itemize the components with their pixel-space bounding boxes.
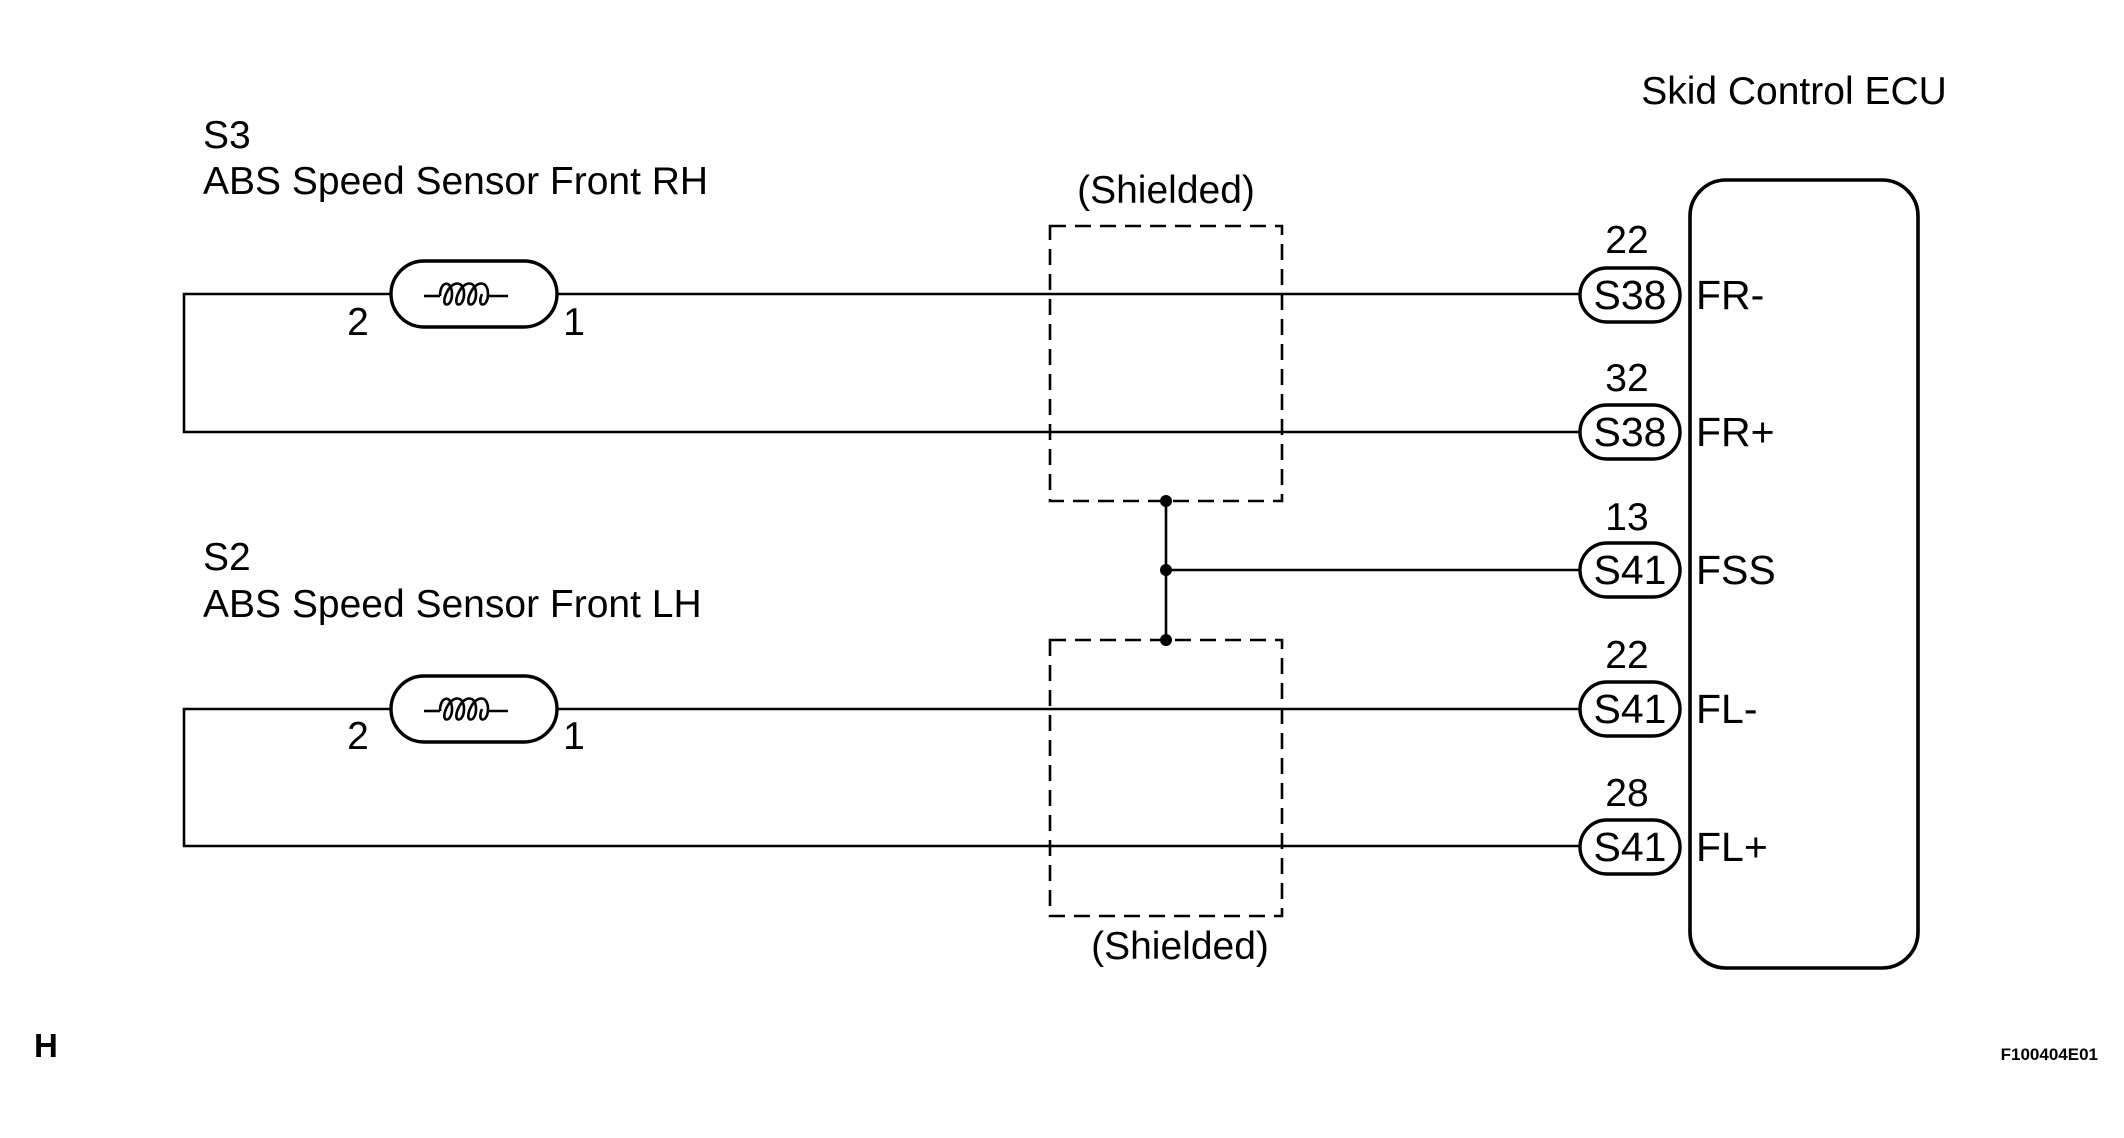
sensor-name-s2: ABS Speed Sensor Front LH (203, 583, 702, 626)
terminal-signal-name: FL- (1696, 686, 1758, 732)
terminal-connector-pill (1578, 403, 1682, 461)
terminal-signal-name: FR+ (1696, 409, 1775, 455)
junction-dot-middle (1160, 564, 1172, 576)
terminal-connector-code: S41 (1594, 824, 1667, 870)
junction-dot-bottom (1160, 634, 1172, 646)
terminal-connector-code: S41 (1594, 686, 1667, 732)
shield-box-bottom (1048, 638, 1284, 918)
figure-id: F100404E01 (2001, 1045, 2098, 1064)
shields: (Shielded) (Shielded) (1048, 169, 1580, 968)
ecu-box (1688, 178, 1920, 970)
terminal-connector-code: S38 (1594, 409, 1667, 455)
terminal-pin-number: 22 (1605, 219, 1648, 262)
terminal-pin-number: 28 (1605, 772, 1648, 815)
terminal-fr-minus: 22 S38 FR- (1578, 219, 1764, 324)
wire-fr-plus (182, 292, 1580, 434)
sensor-pin-left-s3: 2 (347, 301, 369, 344)
shield-box-top (1048, 224, 1284, 503)
sensor-body-s3 (389, 259, 559, 329)
junction-dot-top (1160, 495, 1172, 507)
terminal-pin-number: 22 (1605, 634, 1648, 677)
terminal-pin-number: 32 (1605, 357, 1648, 400)
sensor-body-s2 (389, 674, 559, 744)
ecu-title: Skid Control ECU (1641, 70, 1947, 113)
terminal-connector-pill (1578, 818, 1682, 876)
sensor-code-s2: S2 (203, 536, 251, 579)
sensor-pin-left-s2: 2 (347, 715, 369, 758)
terminal-connector-pill (1578, 266, 1682, 324)
terminal-connector-code: S41 (1594, 547, 1667, 593)
terminal-fl-plus: 28 S41 FL+ (1578, 772, 1768, 876)
wires-front-rh (182, 292, 1580, 434)
terminal-signal-name: FR- (1696, 272, 1764, 318)
shield-label-top: (Shielded) (1077, 169, 1255, 212)
terminal-fl-minus: 22 S41 FL- (1578, 634, 1758, 738)
sensor-pin-right-s2: 1 (563, 715, 585, 758)
terminal-connector-pill (1578, 541, 1682, 599)
terminal-fss: 13 S41 FSS (1578, 496, 1776, 599)
sensor-front-rh: S3 ABS Speed Sensor Front RH 2 1 (203, 114, 708, 344)
terminal-pin-number: 13 (1605, 496, 1648, 539)
wires-front-lh (182, 707, 1580, 848)
sensor-pin-right-s3: 1 (563, 301, 585, 344)
coil-icon (438, 282, 490, 306)
terminal-connector-pill (1578, 680, 1682, 738)
sensor-front-lh: S2 ABS Speed Sensor Front LH 2 1 (203, 536, 702, 758)
terminal-signal-name: FSS (1696, 547, 1776, 593)
wire-fl-plus (182, 707, 1580, 848)
sensor-name-s3: ABS Speed Sensor Front RH (203, 160, 708, 203)
terminal-signal-name: FL+ (1696, 824, 1768, 870)
footer-left-mark: H (34, 1027, 58, 1064)
terminal-fr-plus: 32 S38 FR+ (1578, 357, 1775, 461)
sensor-code-s3: S3 (203, 114, 251, 157)
coil-icon (438, 697, 490, 721)
shield-label-bottom: (Shielded) (1091, 925, 1269, 968)
terminal-connector-code: S38 (1594, 272, 1667, 318)
